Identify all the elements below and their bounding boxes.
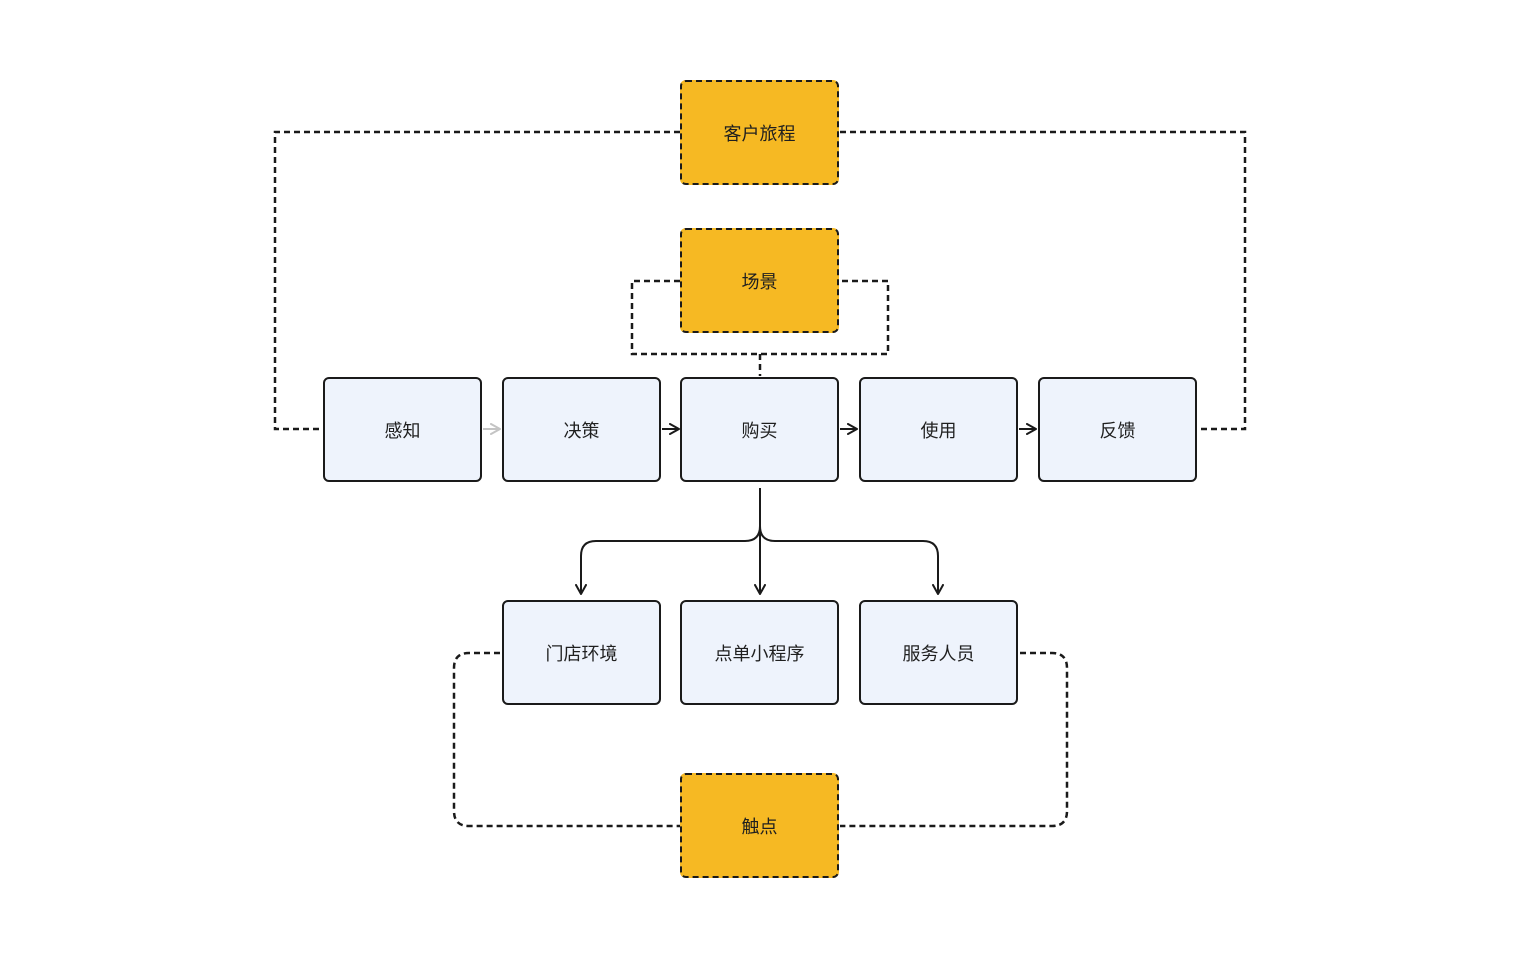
scene-bracket [630, 279, 890, 356]
step-feedback: 反馈 [1038, 377, 1197, 482]
journey-bracket-left [273, 130, 680, 431]
category-scene: 场景 [680, 228, 839, 333]
category-touchpoint: 触点 [680, 773, 839, 878]
category-customer-journey: 客户旅程 [680, 80, 839, 185]
touchpoint-service-staff: 服务人员 [859, 600, 1018, 705]
touchpoint-ordering-mini-program: 点单小程序 [680, 600, 839, 705]
branch-service-staff [759, 488, 944, 595]
step-perceive: 感知 [323, 377, 482, 482]
step-decide: 决策 [502, 377, 661, 482]
step-use: 使用 [859, 377, 1018, 482]
journey-bracket-right [840, 130, 1247, 431]
touchpoint-store-environment: 门店环境 [502, 600, 661, 705]
branch-store-environment [575, 488, 761, 595]
step-purchase: 购买 [680, 377, 839, 482]
